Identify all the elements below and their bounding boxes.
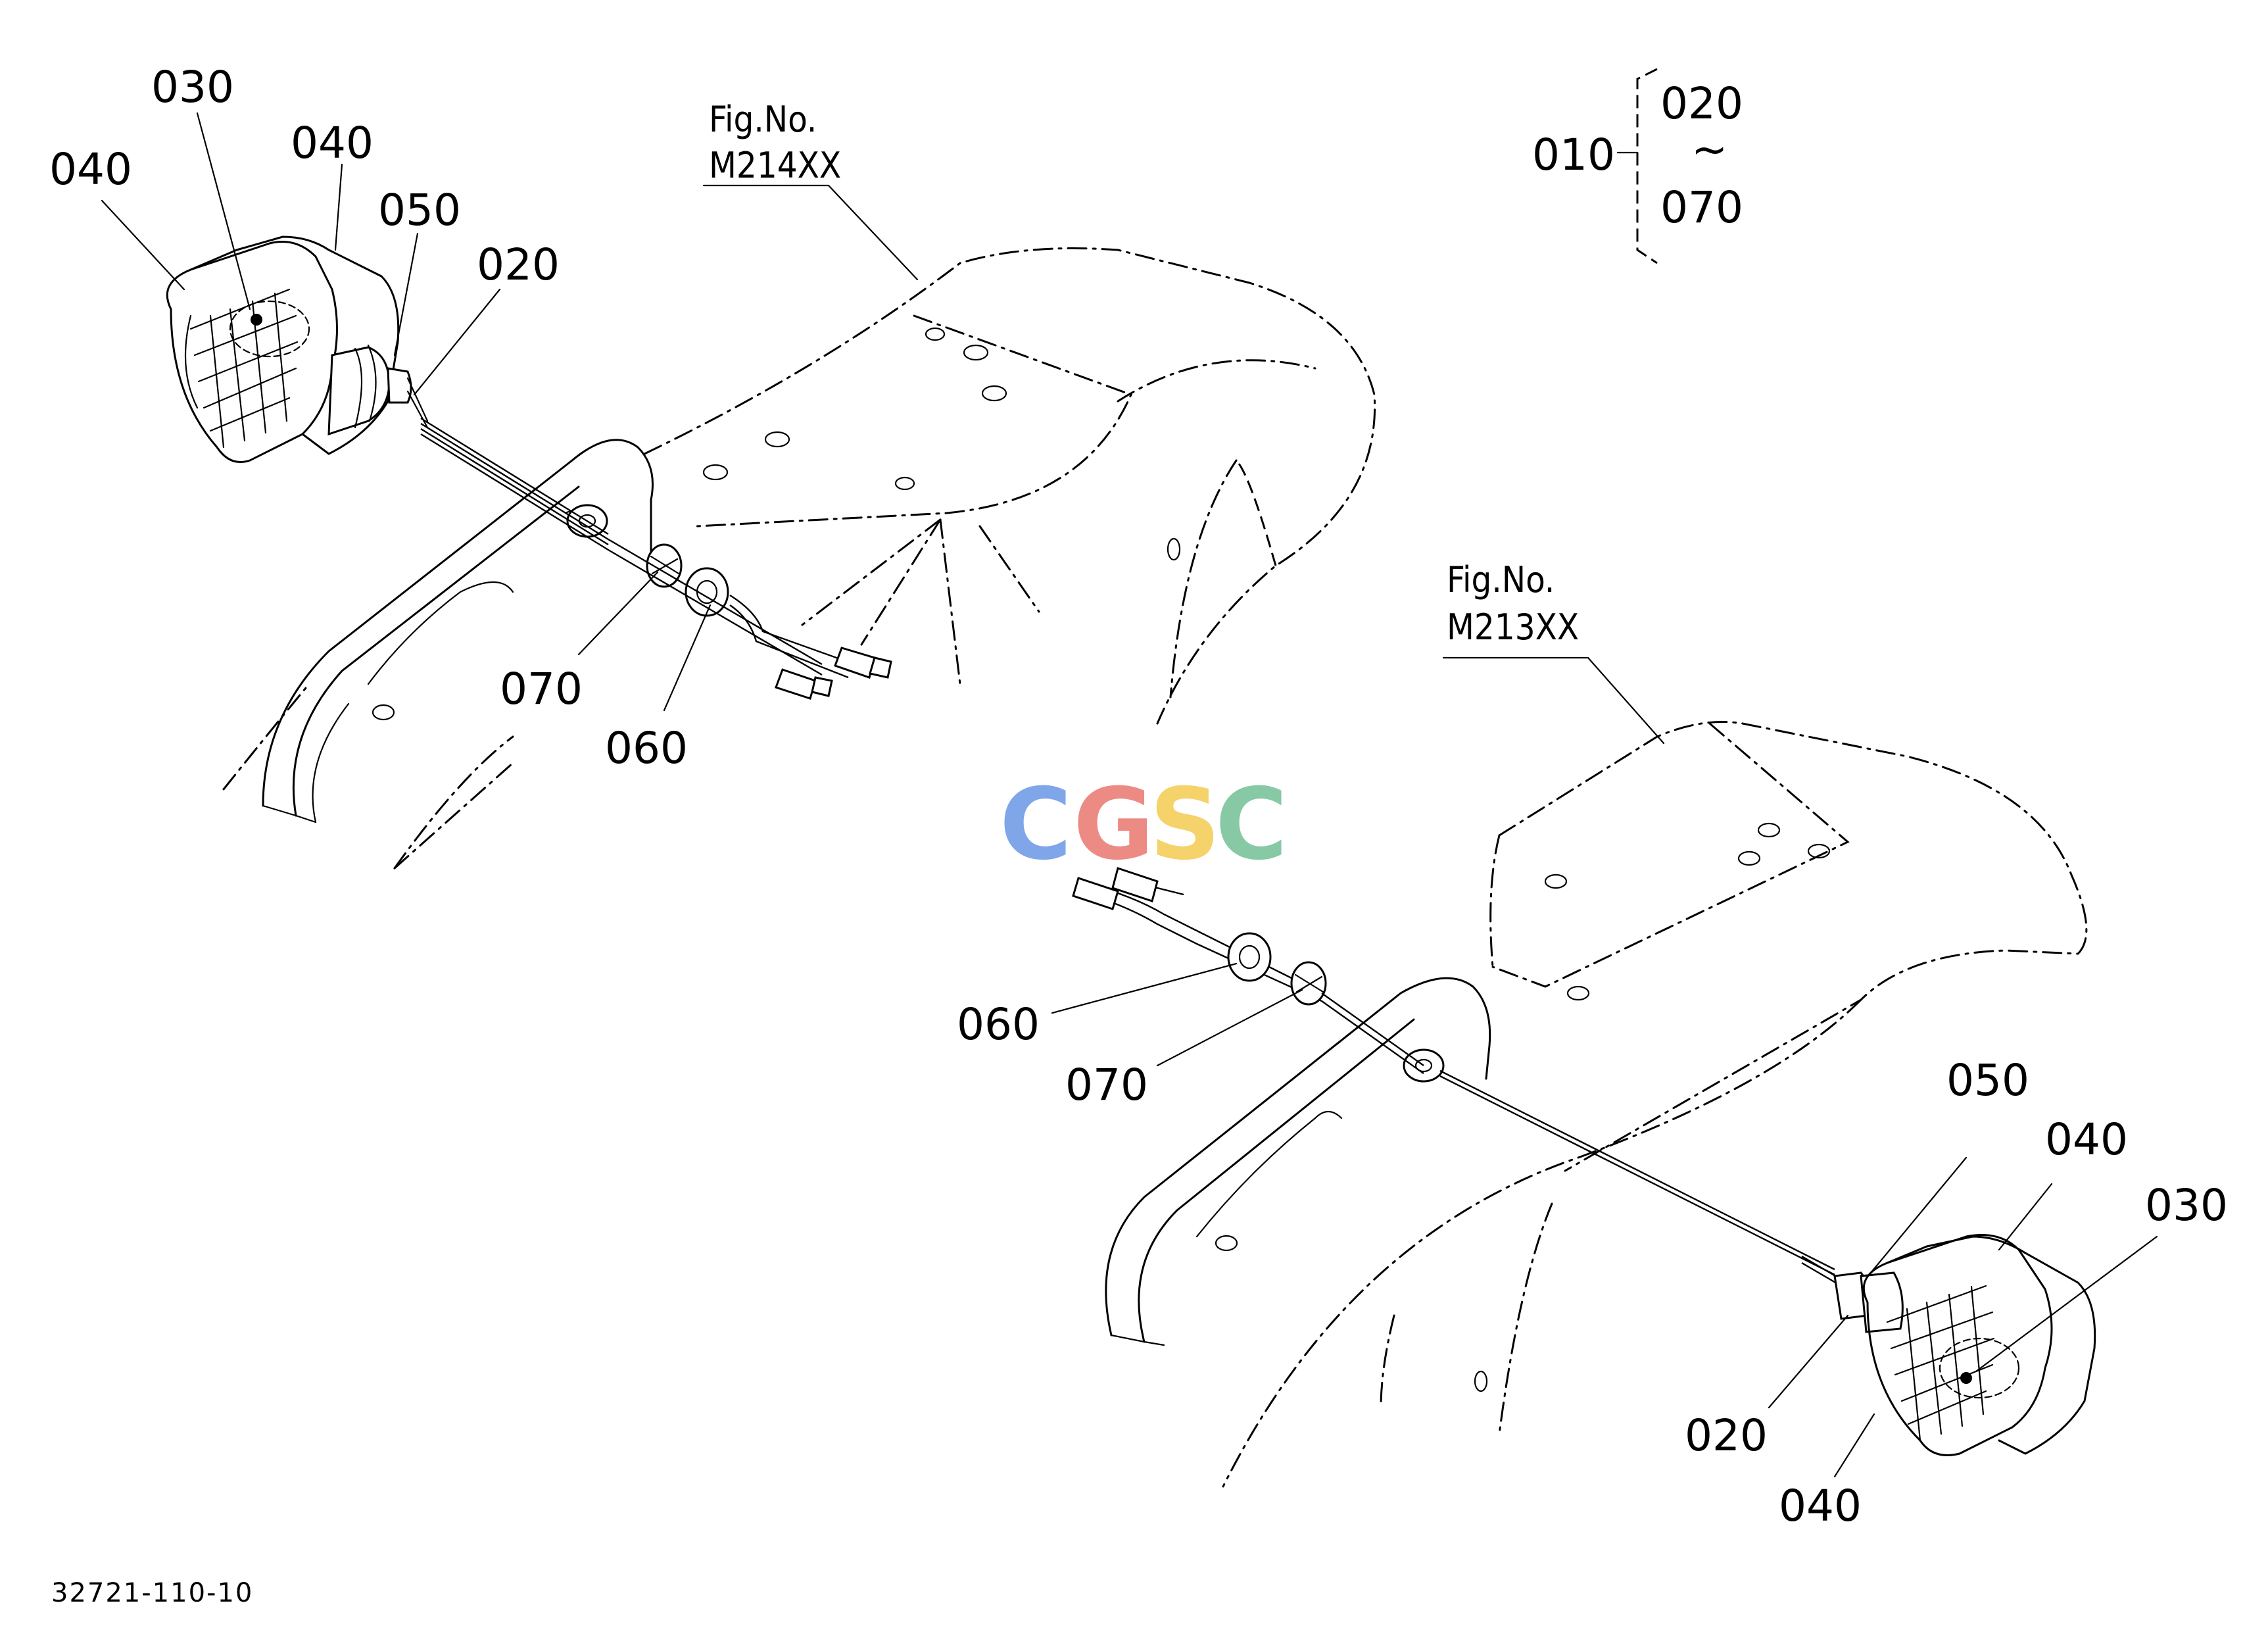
lamp-lens-grid	[189, 288, 299, 449]
cgsc-watermark: C G S C	[1000, 768, 1288, 882]
fig-ref-left-line2: M214XX	[709, 145, 841, 186]
watermark-letter-g: G	[1073, 768, 1154, 882]
fig-ref-right-line1: Fig.No.	[1447, 559, 1555, 601]
watermark-letter-c1: C	[1000, 768, 1072, 882]
left-fender-outline	[222, 247, 1376, 870]
callout-040-left-a: 040	[49, 144, 132, 195]
kit-range-tilde: ~	[1691, 124, 1727, 175]
kit-range-to: 070	[1660, 182, 1743, 233]
fig-ref-left-line1: Fig.No.	[709, 99, 817, 140]
callout-030-right: 030	[2145, 1180, 2228, 1231]
kit-range-from: 020	[1660, 78, 1743, 129]
right-wiring	[1072, 867, 1835, 1276]
watermark-letter-c2: C	[1215, 768, 1288, 882]
right-lamp-assembly	[1801, 1234, 2096, 1456]
callout-040-right-a: 040	[2045, 1114, 2128, 1165]
callout-070-left: 070	[500, 664, 583, 714]
kit-bracket	[1616, 68, 1658, 264]
drawing-code: 32721-110-10	[51, 1578, 253, 1608]
right-lamp-bracket	[1105, 977, 1491, 1346]
right-leader-lines	[1051, 656, 2158, 1478]
left-lamp-assembly	[166, 235, 429, 463]
left-wiring	[420, 417, 892, 700]
left-lamp-bracket	[262, 439, 654, 823]
callout-020-right: 020	[1685, 1410, 1768, 1461]
fig-ref-right-line2: M213XX	[1447, 606, 1579, 648]
callout-050-left: 050	[378, 185, 461, 235]
watermark-letter-s: S	[1149, 768, 1220, 882]
callout-050-right: 050	[1946, 1055, 2029, 1106]
callout-060-left: 060	[605, 723, 688, 774]
callout-070-right: 070	[1065, 1060, 1148, 1110]
callout-060-right: 060	[957, 999, 1040, 1050]
callout-030-left: 030	[151, 62, 234, 112]
right-fender-outline	[1222, 721, 2088, 1488]
callout-040-right-b: 040	[1779, 1481, 1862, 1531]
left-leader-lines	[101, 112, 919, 712]
kit-parent-number: 010	[1532, 130, 1615, 180]
right-lamp-lens-grid	[1886, 1285, 1995, 1442]
callout-020-left: 020	[477, 239, 560, 290]
callout-040-left-b: 040	[291, 118, 374, 168]
